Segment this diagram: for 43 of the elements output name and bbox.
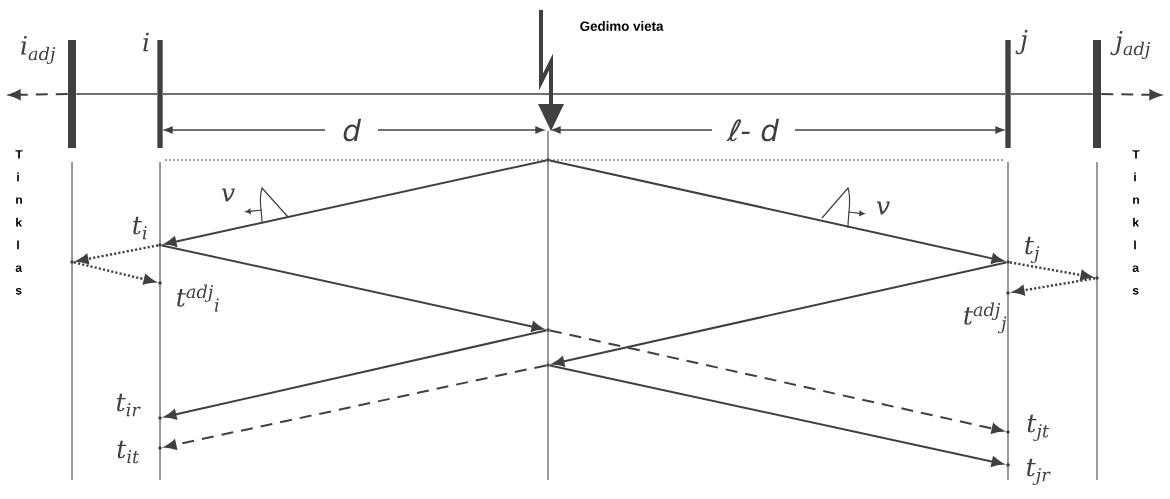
fault-label: Gedimo vieta: [580, 21, 664, 31]
velocity-label: v: [876, 201, 890, 215]
lattice-point: [1095, 276, 1099, 280]
lattice-point: [70, 260, 74, 264]
vertical-label: Tinklas: [15, 150, 23, 295]
time-label: t$_{i}$: [133, 216, 147, 240]
bus-bar: j$_{adj}$: [1093, 30, 1151, 148]
dimension-label: ℓ- d: [724, 116, 780, 144]
arrow: [160, 244, 544, 332]
time-label: t$^{adj}$i: [177, 284, 219, 312]
bus-line: [75, 93, 158, 95]
time-label: t$^{adj}$j: [964, 302, 1007, 334]
vertical-label: Tinklas: [1132, 150, 1140, 295]
node-label: j$_{adj}$: [1110, 30, 1151, 60]
velocity-label: v: [221, 188, 235, 202]
lattice-point: [546, 363, 550, 367]
time-label: t$_{jt}$: [1027, 414, 1050, 442]
arrow: [548, 364, 1004, 467]
time-label: t$_{it}$: [117, 440, 140, 464]
bus-bar: j: [1005, 29, 1028, 148]
node-label: i: [143, 32, 149, 52]
time-label: t$_{jr}$: [1026, 458, 1051, 486]
arrow: [552, 261, 1008, 367]
bus-bar: i$_{adj}$: [21, 35, 76, 148]
arrow: [1009, 261, 1092, 281]
lattice-point: [546, 328, 550, 332]
arrow: [77, 244, 159, 264]
arrow: [8, 89, 69, 100]
arrow: [548, 329, 1004, 434]
node-label: i$_{adj}$: [21, 35, 56, 65]
arrow: [164, 364, 548, 450]
dimension-label: d: [338, 116, 362, 144]
bus-line: [162, 93, 1006, 95]
bus-bar: i: [143, 32, 163, 148]
arrow: [1100, 89, 1162, 100]
lattice-point: [546, 158, 550, 162]
node-label: j: [1015, 29, 1028, 55]
time-label: t$_{ir}$: [116, 393, 141, 417]
bus-line: [1010, 93, 1094, 95]
time-label: t$_{j}$: [1025, 236, 1040, 264]
arrow: [548, 159, 1004, 264]
arrow: [164, 159, 548, 247]
arrow: [164, 329, 548, 420]
